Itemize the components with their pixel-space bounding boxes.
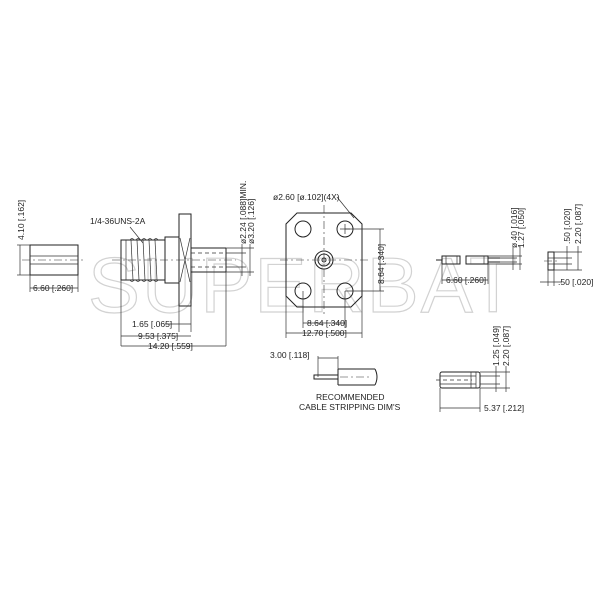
pin-body — [441, 255, 461, 265]
caption-line1: RECOMMENDED — [316, 392, 384, 402]
small-part-view: .50 [.020] 2.20 [.087] .50 [.020] — [540, 204, 593, 287]
ferrule-length-label: 6.60 [.260] — [33, 283, 73, 293]
insulator-inner-label: 1.25 [.049] — [491, 326, 501, 366]
pin-length-label: 6.60 [.260] — [446, 275, 486, 285]
small-part-inner-label: .50 [.020] — [562, 209, 572, 244]
stripped-conductor — [313, 374, 339, 380]
strip-length-label: 3.00 [.118] — [270, 350, 310, 360]
flange-outline — [285, 212, 363, 308]
body-length-label: 9.53 [.375] — [138, 331, 178, 341]
thread-label: 1/4-36UNS-2A — [90, 216, 146, 226]
overall-length-label: 14.20 [.559] — [148, 341, 193, 351]
insulator-length-label: 5.37 [.212] — [484, 403, 524, 413]
small-part-outer-label: 2.20 [.087] — [573, 204, 583, 244]
ferrule-height-label: 4.10 [.162] — [16, 200, 26, 240]
insulator-view: 1.25 [.049] 2.20 [.087] 5.37 [.212] — [436, 326, 524, 413]
pin-body-dia-label: 1.27 [.050] — [516, 208, 526, 248]
flange-thickness-label: 1.65 [.065] — [132, 319, 172, 329]
vertical-spacing-label: 8.64 [.340] — [376, 244, 386, 284]
inner-dia-label: ø2.24 [.088]MIN. — [238, 181, 248, 244]
pin-dia-label: ø.40 [.016] — [509, 207, 519, 248]
hole-dia-label: ø2.60 [ø.102](4X) — [273, 192, 340, 202]
small-part-width-label: .50 [.020] — [558, 277, 593, 287]
contact-pin-view: ø.40 [.016] 1.27 [.050] 6.60 [.260] — [436, 207, 526, 285]
flange-width-label: 12.70 [.500] — [302, 328, 347, 338]
horizontal-spacing-label: 8.64 [.340] — [307, 318, 347, 328]
ferrule-view: 4.10 [.162] 6.60 [.260] — [16, 200, 84, 293]
flange-front-view: ø2.60 [ø.102](4X) 8.64 [.340] 8.64 [.340… — [273, 192, 386, 338]
outer-dia-label: ø3.20 [.126] — [246, 199, 256, 244]
watermark: SUPERBAT — [88, 241, 519, 329]
connector-side-view: 1/4-36UNS-2A ø2.2 — [90, 181, 256, 351]
insulator-outer-label: 2.20 [.087] — [501, 326, 511, 366]
caption-line2: CABLE STRIPPING DIM'S — [299, 402, 401, 412]
cable-strip-view: 3.00 [.118] RECOMMENDED CABLE STRIPPING … — [270, 350, 401, 412]
mount-hole — [294, 220, 312, 238]
